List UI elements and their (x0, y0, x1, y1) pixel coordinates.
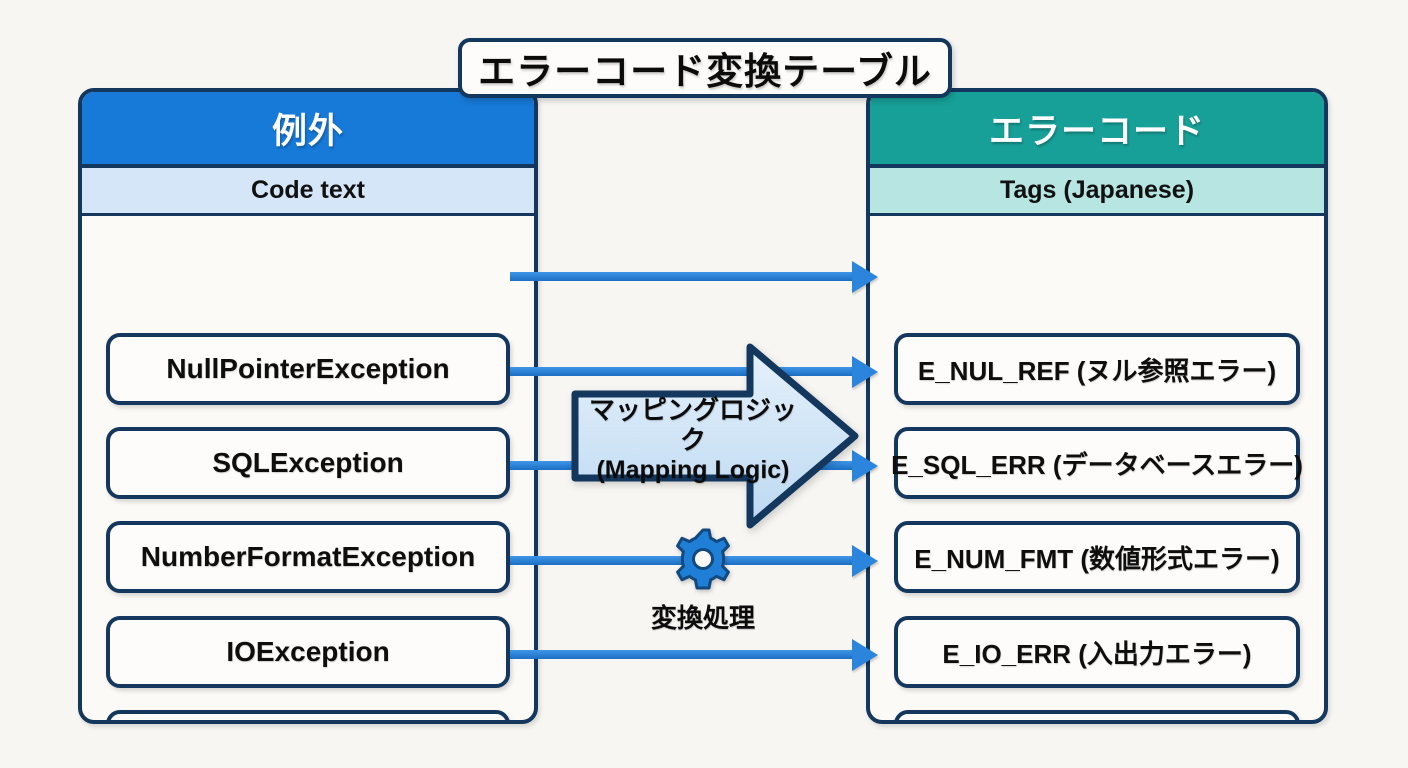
mapping-arrowhead-icon (852, 639, 878, 671)
diagram-title-box: エラーコード変換テーブル (458, 38, 952, 98)
mapping-arrowhead-icon (852, 261, 878, 293)
page-title: エラーコード変換テーブル (478, 51, 932, 92)
mapping-connector-line (510, 367, 855, 376)
mapping-connector-line (510, 650, 855, 659)
list-item[interactable]: E_SQL_ERR (データベースエラー) (891, 427, 1303, 499)
left-column-header: 例外 (82, 92, 534, 168)
gear-label: 変換処理 (650, 603, 755, 633)
mapping-arrowhead-icon (852, 545, 878, 577)
exception-column-panel: 例外 Code text NullPointerException SQLExc… (78, 88, 538, 724)
list-item[interactable]: NullPointerException (106, 333, 510, 405)
left-column-rows: NullPointerException SQLException Number… (82, 219, 534, 720)
gear-icon (672, 528, 734, 590)
list-item[interactable]: E_NUM_FMT (数値形式エラー) (894, 521, 1300, 593)
list-item[interactable]: E_NUL_REF (ヌル参照エラー) (894, 333, 1300, 405)
exception-label: NullPointerException (166, 353, 450, 384)
list-item[interactable]: E_ACC_DEN (アクセス拒否) (894, 710, 1300, 720)
mapping-arrowhead-icon (852, 450, 878, 482)
list-item[interactable]: NumberFormatException (106, 521, 510, 593)
right-column-rows: E_NUL_REF (ヌル参照エラー) E_SQL_ERR (データベースエラー… (870, 219, 1324, 720)
mapping-logic-arrow-icon (570, 342, 860, 530)
mapping-arrowhead-icon (852, 356, 878, 388)
mapping-connector-line (510, 272, 855, 281)
exception-label: IOException (226, 636, 390, 667)
left-column-subheader: Code text (82, 168, 534, 216)
right-column-subheader: Tags (Japanese) (870, 168, 1324, 216)
list-item[interactable]: AccessDeniedException (106, 710, 510, 720)
exception-label: SQLException (212, 447, 404, 478)
exception-label: NumberFormatException (140, 541, 476, 572)
right-column-header: エラーコード (870, 92, 1324, 168)
error-code-label: E_NUM_FMT (数値形式エラー) (914, 543, 1280, 574)
error-code-label: E_NUL_REF (ヌル参照エラー) (917, 355, 1277, 386)
error-code-label: E_SQL_ERR (データベースエラー) (891, 449, 1303, 480)
list-item[interactable]: E_IO_ERR (入出力エラー) (894, 616, 1300, 688)
list-item[interactable]: IOException (106, 616, 510, 688)
list-item[interactable]: SQLException (106, 427, 510, 499)
error-code-column-panel: エラーコード Tags (Japanese) E_NUL_REF (ヌル参照エラ… (866, 88, 1328, 724)
error-code-label: E_IO_ERR (入出力エラー) (942, 638, 1252, 669)
